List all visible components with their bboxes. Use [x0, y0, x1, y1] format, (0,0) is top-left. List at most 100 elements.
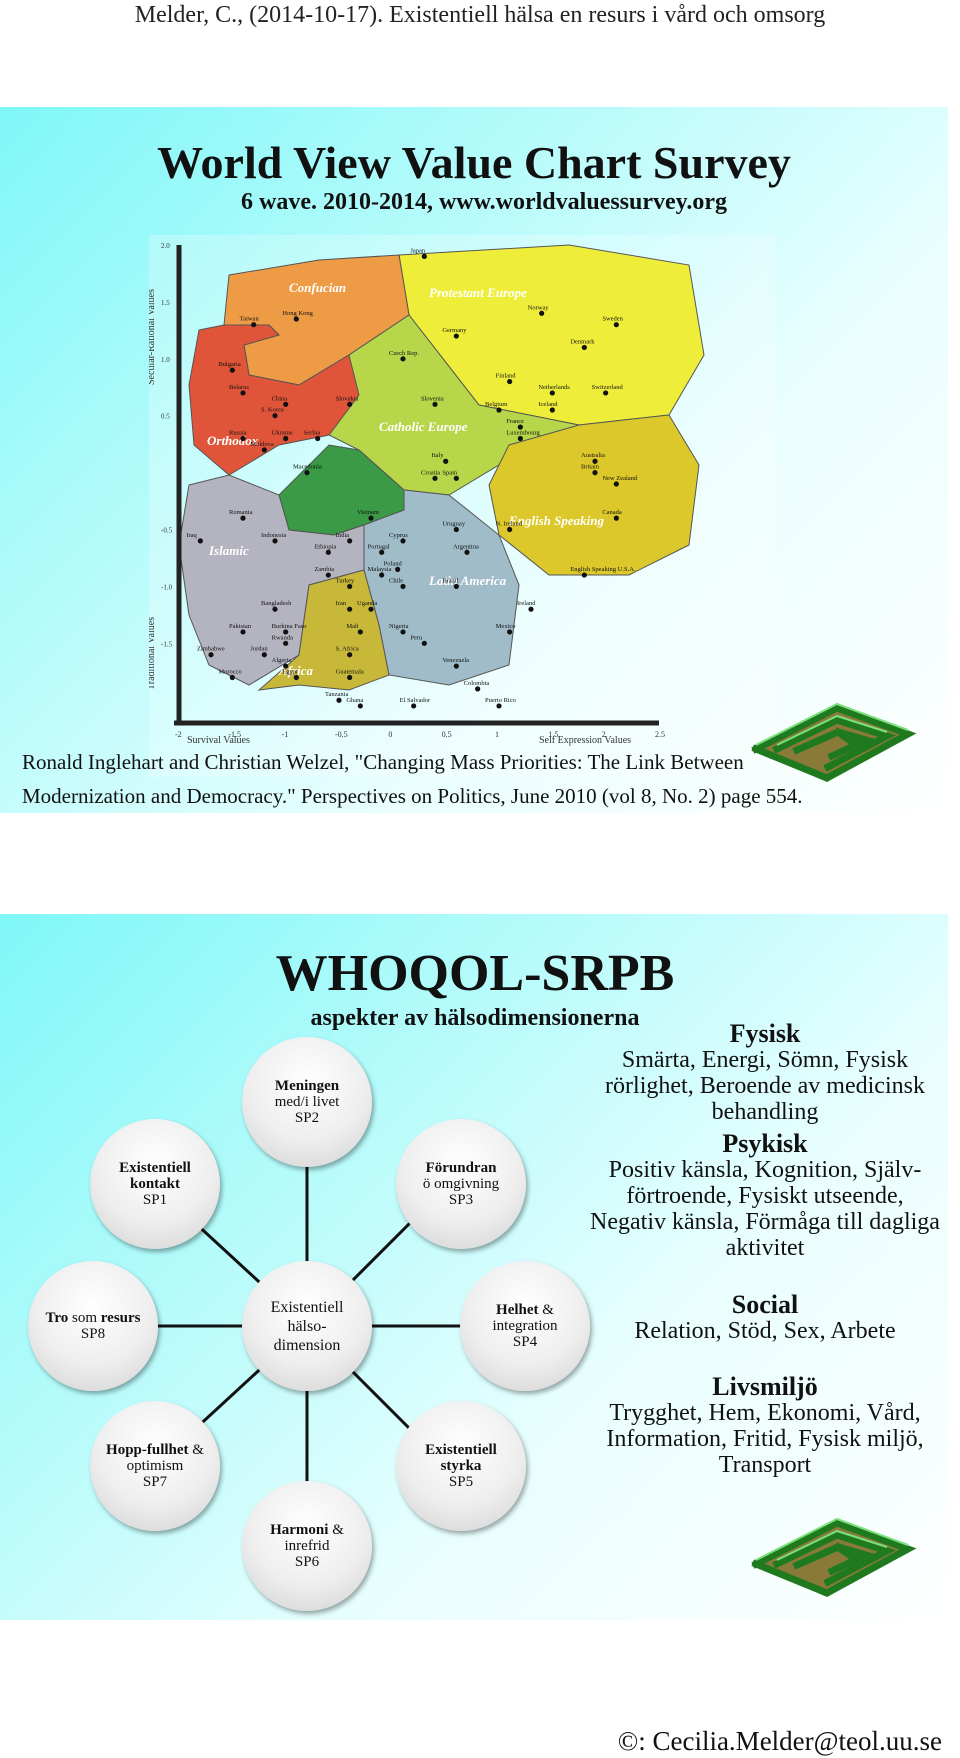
point-label: English Speaking U.S.A.: [570, 566, 636, 573]
point-marker: [347, 675, 352, 680]
point-label: Iran: [336, 600, 347, 607]
point-marker: [454, 584, 459, 589]
point-marker: [400, 584, 405, 589]
region-label-islamic: Islamic: [208, 543, 249, 558]
point-marker: [592, 470, 597, 475]
point-label: Vietnam: [357, 509, 379, 516]
point-label: Chile: [389, 577, 403, 584]
point-label: Portugal: [368, 543, 390, 550]
point-marker: [240, 516, 245, 521]
point-marker: [614, 481, 619, 486]
x-tick-label: 0: [388, 730, 392, 739]
point-marker: [240, 629, 245, 634]
y-tick-label: 0.5: [161, 413, 170, 421]
citation-line-2: Modernization and Democracy." Perspectiv…: [22, 782, 803, 810]
point-label: Norway: [528, 304, 550, 311]
point-label: Sweden: [602, 316, 623, 323]
point-marker: [395, 567, 400, 572]
center-node-existential-health: Existentiell hälso- dimension: [242, 1261, 372, 1391]
point-marker: [272, 538, 277, 543]
point-marker: [347, 607, 352, 612]
point-marker: [304, 470, 309, 475]
point-marker: [400, 538, 405, 543]
point-marker: [432, 402, 437, 407]
y-axis-top-label: Secular-Rational Values: [149, 289, 157, 385]
copyright-footer: ©: Cecilia.Melder@teol.uu.se: [618, 1726, 942, 1757]
point-label: Canada: [602, 509, 622, 516]
x-tick-label: 0.5: [442, 730, 452, 739]
point-marker: [454, 663, 459, 668]
point-marker: [336, 698, 341, 703]
point-label: Ukraine: [272, 429, 293, 436]
point-marker: [347, 538, 352, 543]
point-marker: [358, 703, 363, 708]
aspect-heading: Social: [590, 1292, 940, 1318]
node-sp6-harmony: Harmoni & inrefridSP6: [242, 1481, 372, 1611]
point-label: Tanzania: [325, 691, 348, 698]
node-sp5-strength: Existentiell styrkaSP5: [396, 1401, 526, 1531]
point-marker: [379, 572, 384, 577]
point-label: Iceland: [538, 401, 558, 408]
point-marker: [368, 607, 373, 612]
point-marker: [272, 607, 277, 612]
point-label: Nigeria: [389, 623, 409, 630]
point-label: Zambia: [314, 566, 334, 573]
point-label: Bangladesh: [261, 600, 292, 607]
point-label: Colombia: [464, 680, 490, 687]
slide-whoqol: WHOQOL-SRPB aspekter av hälsodimensioner…: [0, 914, 948, 1620]
point-label: Burkina Faso: [272, 623, 307, 630]
point-label: Indonesia: [261, 532, 286, 539]
point-label: Iraq: [186, 532, 197, 539]
point-marker: [198, 538, 203, 543]
point-label: Brazil: [442, 577, 458, 584]
point-marker: [347, 652, 352, 657]
point-marker: [582, 345, 587, 350]
aspect-physical: Fysisk Smärta, Energi, Sömn, Fysisk rörl…: [590, 1021, 940, 1125]
point-marker: [400, 629, 405, 634]
point-marker: [422, 641, 427, 646]
x-tick-label: 2.5: [655, 730, 665, 739]
point-label: Italy: [432, 452, 445, 459]
point-label: Ghana: [346, 697, 363, 704]
y-tick-label: -0.5: [161, 527, 173, 535]
point-label: Jordan: [250, 646, 268, 653]
point-marker: [326, 572, 331, 577]
aspect-living-environment: Livsmiljö Trygghet, Hem, Ekonomi, Vård, …: [590, 1374, 940, 1478]
point-label: Japan: [410, 247, 426, 254]
point-label: Romania: [229, 509, 253, 516]
point-label: Mexico: [496, 623, 516, 630]
point-label: Taiwan: [240, 316, 260, 323]
point-marker: [251, 322, 256, 327]
region-label-english: English Speaking: [508, 513, 605, 528]
point-label: Zimbabwe: [197, 646, 225, 653]
point-marker: [507, 527, 512, 532]
point-label: S. Korea: [261, 407, 284, 414]
point-label: Rwanda: [272, 634, 293, 641]
point-label: Hong Kong: [282, 310, 313, 317]
point-marker: [454, 476, 459, 481]
maze-icon: [742, 694, 917, 786]
aspect-psychological: Psykisk Positiv känsla, Kognition, Själv…: [590, 1131, 940, 1261]
maze-icon: [742, 1509, 917, 1601]
point-label: Luxembourg: [506, 429, 540, 436]
point-label: Venezuela: [442, 657, 469, 664]
point-label: Macedonia: [293, 464, 322, 471]
point-label: Poland: [384, 560, 403, 567]
point-marker: [539, 311, 544, 316]
point-label: Ireland: [517, 600, 536, 607]
x-tick-label: -1: [282, 730, 289, 739]
point-label: Britain: [581, 464, 600, 471]
point-label: Ethiopia: [314, 543, 336, 550]
point-marker: [411, 703, 416, 708]
point-label: Moldova: [250, 441, 274, 448]
point-marker: [208, 652, 213, 657]
point-label: Uganda: [357, 600, 377, 607]
aspect-text: Smärta, Energi, Sömn, Fysisk rörlighet, …: [590, 1047, 940, 1125]
y-tick-label: 1.5: [161, 299, 170, 307]
y-axis-bottom-label: Traditional Values: [149, 617, 157, 690]
region-label-confucian: Confucian: [289, 280, 346, 295]
point-marker: [443, 459, 448, 464]
point-marker: [550, 407, 555, 412]
point-marker: [294, 316, 299, 321]
